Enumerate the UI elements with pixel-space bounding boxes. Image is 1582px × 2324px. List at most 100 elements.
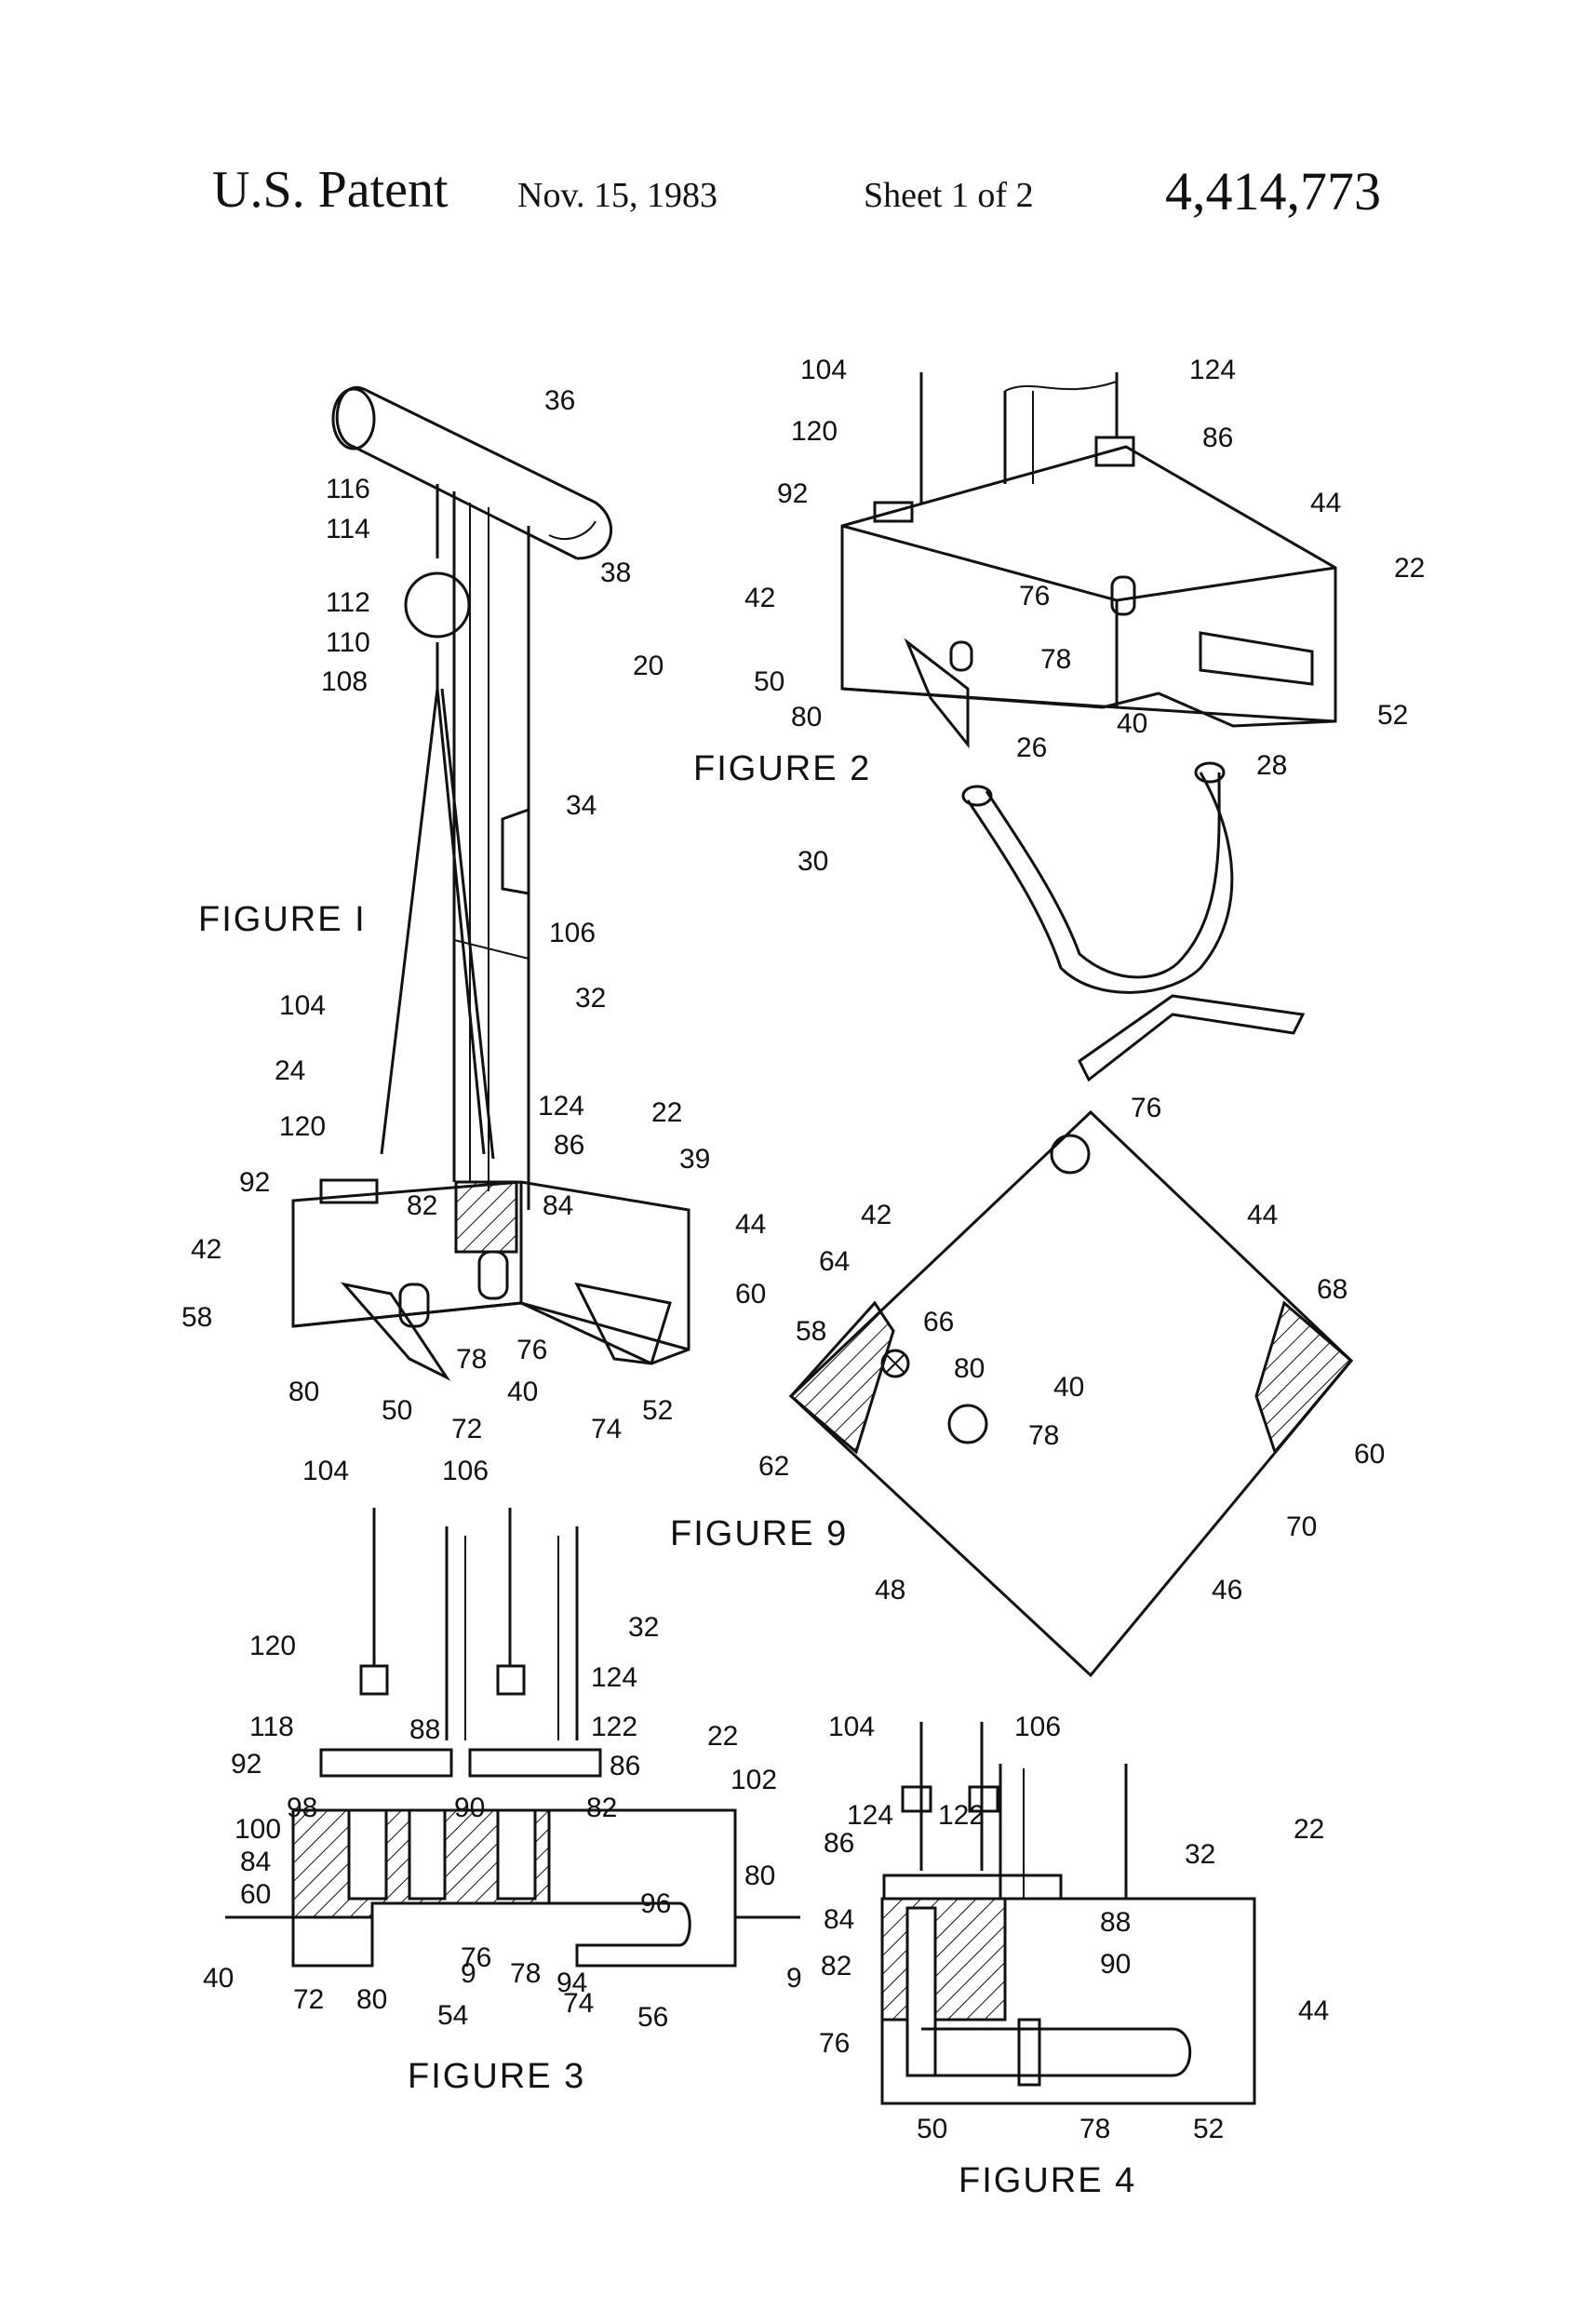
reference-numeral: 76: [819, 2028, 850, 2059]
reference-numeral: 106: [549, 918, 596, 948]
reference-numeral: 70: [1286, 1511, 1317, 1542]
reference-numeral: 120: [791, 416, 838, 447]
reference-numeral: 76: [516, 1335, 547, 1365]
reference-numeral: 20: [633, 651, 664, 681]
reference-numeral: 114: [326, 514, 370, 544]
reference-numeral: 36: [544, 385, 575, 416]
patent-title: U.S. Patent: [212, 161, 449, 219]
reference-numeral: 84: [824, 1904, 854, 1935]
reference-numeral: 124: [1189, 355, 1236, 385]
reference-numeral: 80: [791, 702, 822, 732]
hanger-chain: [404, 484, 471, 689]
reference-numeral: 108: [321, 666, 368, 697]
reference-numeral: 80: [356, 1984, 387, 2015]
figure-1-title: FIGURE I: [198, 900, 367, 939]
reference-numeral: 76: [1131, 1093, 1161, 1123]
reference-numeral: 92: [231, 1749, 261, 1780]
reference-numeral: 122: [591, 1712, 637, 1742]
reference-numeral: 40: [1117, 708, 1147, 739]
reference-numeral: 64: [819, 1246, 850, 1277]
reference-numeral: 72: [451, 1414, 482, 1444]
reference-numeral: 52: [642, 1395, 673, 1426]
reference-numeral: 58: [181, 1302, 212, 1333]
reference-numeral: 58: [796, 1316, 826, 1347]
reference-numeral: 120: [249, 1631, 296, 1661]
reference-numeral: 86: [610, 1751, 640, 1781]
reference-numeral: 48: [875, 1575, 905, 1605]
reference-numeral: 102: [731, 1765, 777, 1795]
reference-numeral: 22: [1394, 553, 1425, 584]
reference-numeral: 40: [1053, 1372, 1084, 1403]
reference-numeral: 9: [786, 1963, 802, 1994]
reference-numeral: 82: [586, 1793, 617, 1823]
reference-numeral: 104: [279, 990, 326, 1021]
reference-numeral: 78: [1028, 1420, 1059, 1451]
reference-numeral: 82: [821, 1951, 851, 1981]
reference-numeral: 50: [917, 2114, 947, 2144]
reference-numeral: 40: [507, 1377, 538, 1407]
reference-numeral: 104: [800, 355, 847, 385]
reference-numeral: 42: [744, 583, 775, 613]
reference-numeral: 44: [1310, 488, 1341, 518]
reference-numeral: 80: [744, 1861, 775, 1891]
reference-numeral: 9: [461, 1958, 476, 1989]
reference-numeral: 39: [679, 1144, 710, 1175]
reference-numeral: 72: [293, 1984, 324, 2015]
reference-numeral: 78: [456, 1344, 487, 1375]
reference-numeral: 92: [777, 478, 808, 509]
reference-numeral: 50: [754, 666, 784, 697]
reference-numeral: 86: [554, 1130, 584, 1161]
reference-numeral: 90: [454, 1793, 485, 1823]
reference-numeral: 96: [640, 1888, 671, 1919]
reference-numeral: 68: [1317, 1274, 1347, 1305]
reference-numeral: 122: [938, 1800, 985, 1831]
reference-numeral: 124: [538, 1091, 584, 1122]
reference-numeral: 82: [407, 1190, 437, 1221]
reference-numeral: 106: [1014, 1712, 1061, 1742]
reference-numeral: 74: [591, 1414, 622, 1444]
reference-numeral: 84: [543, 1190, 573, 1221]
reference-numeral: 112: [326, 587, 370, 618]
reference-numeral: 50: [382, 1395, 412, 1426]
reference-numeral: 60: [1354, 1439, 1385, 1470]
reference-numeral: 124: [847, 1800, 893, 1831]
figure-4-title: FIGURE 4: [959, 2161, 1136, 2200]
cables: [380, 688, 495, 1160]
reference-numeral: 74: [563, 1988, 594, 2019]
reference-numeral: 86: [1202, 423, 1233, 453]
reference-numeral: 100: [235, 1814, 281, 1845]
reference-numeral: 42: [191, 1234, 221, 1265]
reference-numeral: 32: [575, 983, 606, 1014]
reference-numeral: 34: [566, 790, 597, 821]
reference-numeral: 118: [249, 1712, 294, 1742]
reference-numeral: 84: [240, 1847, 271, 1877]
block-22-perspective: [840, 372, 1337, 749]
reference-numeral: 60: [240, 1879, 271, 1910]
reference-numeral: 66: [923, 1307, 954, 1337]
post: [452, 491, 530, 1210]
reference-numeral: 116: [326, 474, 370, 504]
reference-numeral: 24: [275, 1055, 305, 1086]
reference-numeral: 88: [409, 1714, 440, 1745]
reference-numeral: 86: [824, 1828, 854, 1859]
reference-numeral: 98: [287, 1793, 317, 1823]
reference-numeral: 78: [1040, 644, 1071, 675]
reference-numeral: 40: [203, 1963, 234, 1994]
block-22: [291, 1178, 690, 1381]
reference-numeral: 88: [1100, 1907, 1131, 1938]
figure-3-title: FIGURE 3: [408, 2057, 585, 2096]
reference-numeral: 78: [510, 1958, 541, 1989]
reference-numeral: 44: [1298, 1995, 1329, 2026]
reference-numeral: 78: [1079, 2114, 1110, 2144]
reference-numeral: 22: [1294, 1814, 1324, 1845]
reference-numeral: 94: [556, 1968, 587, 1998]
patent-date: Nov. 15, 1983: [517, 176, 717, 215]
